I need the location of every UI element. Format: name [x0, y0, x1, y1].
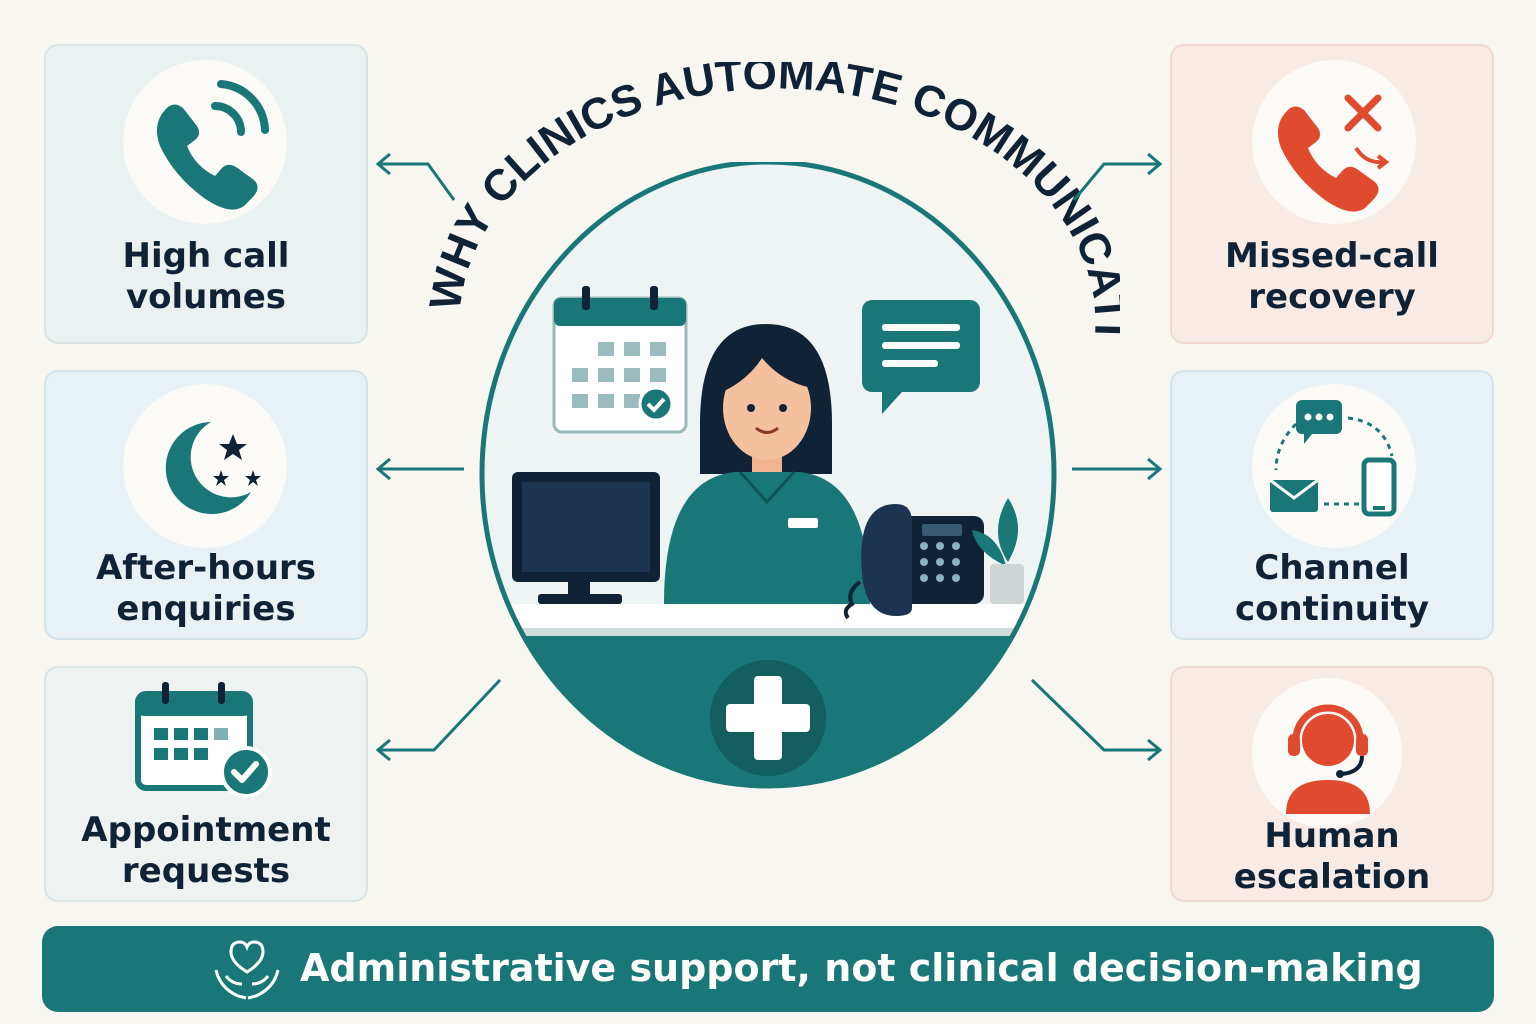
arrow-to-missed-call: [1072, 152, 1163, 201]
plant-icon: [972, 498, 1024, 604]
card-label: Channel continuity: [1234, 548, 1430, 629]
chat-bubble-icon: [862, 300, 980, 414]
card-human-escalation: Human escalation: [1170, 666, 1494, 902]
receptionist-figure: [664, 324, 870, 604]
card-label: After-hours enquiries: [95, 548, 317, 629]
missed-call-icon: [1277, 94, 1390, 212]
moon-stars-icon: [165, 422, 261, 514]
card-after-hours-enquiries: After-hours enquiries: [44, 370, 368, 640]
phone-ringing-icon: [156, 80, 269, 210]
icon-badge: [123, 60, 287, 224]
card-missed-call-recovery: Missed-call recovery: [1170, 44, 1494, 344]
icon-badge: [1252, 678, 1402, 828]
arrow-to-channel-continuity: [1072, 457, 1163, 481]
arrow-to-high-call-volumes: [375, 152, 456, 201]
desk-phone-icon: [843, 504, 984, 620]
arrow-to-human-escalation: [1030, 678, 1163, 762]
arrow-to-appointment: [375, 678, 502, 762]
card-high-call-volumes: High call volumes: [44, 44, 368, 344]
banner-text: Administrative support, not clinical dec…: [300, 946, 1423, 990]
card-label: High call volumes: [122, 236, 290, 317]
wall-calendar-icon: [552, 286, 688, 434]
card-channel-continuity: Channel continuity: [1170, 370, 1494, 640]
heart-hands-icon: [214, 940, 280, 1000]
calendar-check-icon: [135, 682, 272, 798]
medical-cross-icon: [710, 660, 826, 776]
icon-badge: [1252, 60, 1416, 224]
card-appointment-requests: Appointment requests: [44, 666, 368, 902]
arrow-to-after-hours: [375, 457, 464, 481]
card-label: Missed-call recovery: [1225, 236, 1439, 317]
headset-agent-icon: [1286, 704, 1370, 814]
icon-badge: [123, 384, 287, 548]
reception-illustration: [479, 162, 1057, 789]
icon-badge: [1252, 384, 1416, 548]
computer-monitor-icon: [512, 472, 660, 604]
card-label: Human escalation: [1233, 816, 1431, 897]
channels-icon: [1269, 400, 1397, 517]
bottom-banner: Administrative support, not clinical dec…: [42, 926, 1494, 1012]
card-label: Appointment requests: [81, 810, 331, 891]
